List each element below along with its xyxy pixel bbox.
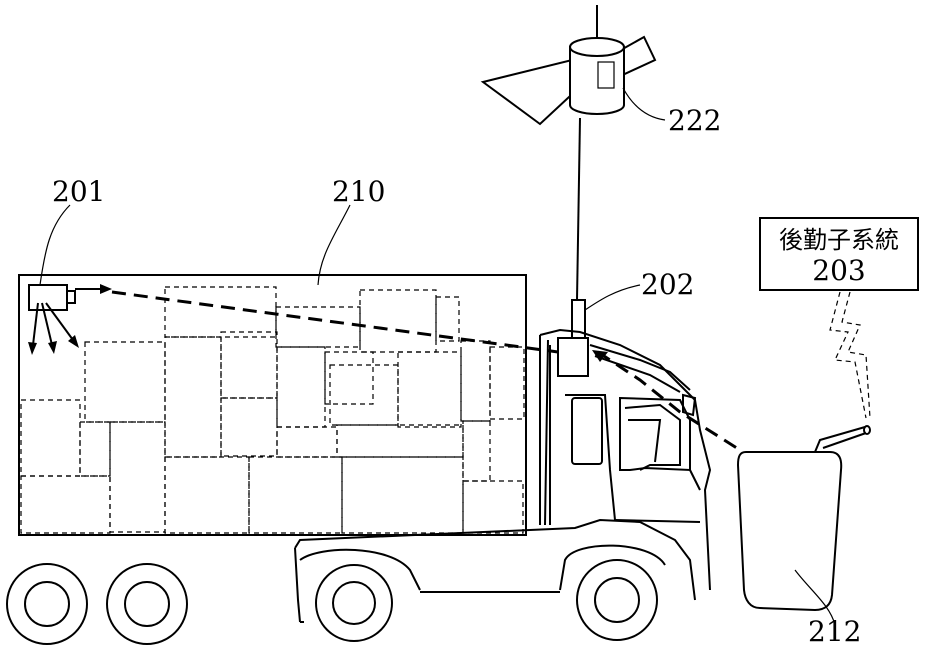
truck-icon [294, 328, 712, 623]
label-202: 202 [641, 268, 694, 301]
backend-name-label: 後勤子系統 [779, 226, 899, 254]
label-203: 203 [812, 254, 865, 287]
truck-wheels [6, 559, 658, 645]
signal-path [111, 290, 741, 452]
cargo-container [18, 274, 527, 536]
label-201: 201 [52, 175, 105, 208]
leader-lines [39, 87, 836, 626]
handheld-device-icon [736, 425, 871, 612]
label-212: 212 [808, 615, 861, 646]
antenna-icon [557, 299, 589, 377]
satellite-icon [480, 5, 657, 301]
label-210: 210 [332, 175, 385, 208]
sensor-icon [28, 284, 112, 355]
label-222: 222 [668, 104, 721, 137]
backend-subsystem [759, 217, 919, 419]
